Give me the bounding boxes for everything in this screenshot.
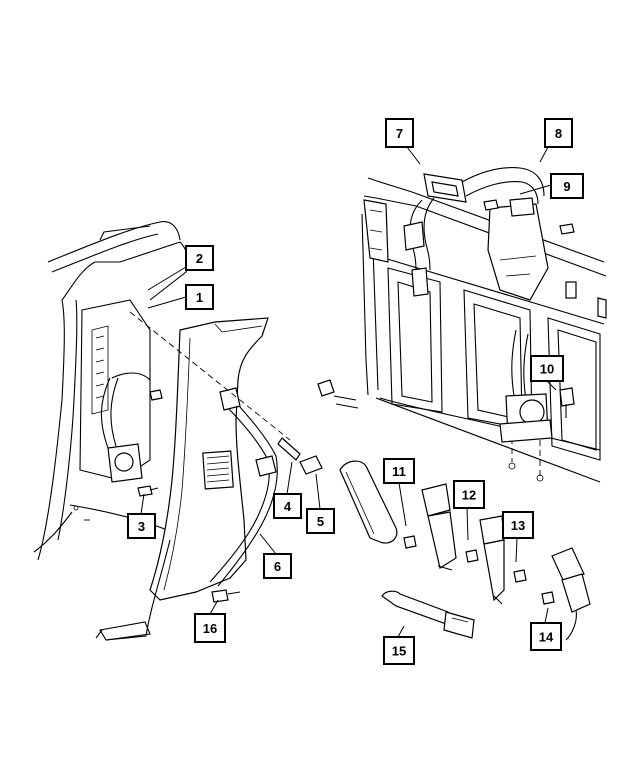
callout-label: 7 (396, 126, 403, 141)
callout-6: 6 (263, 553, 292, 579)
callout-12: 12 (453, 480, 485, 509)
leader-lines (140, 146, 557, 638)
callout-label: 1 (196, 290, 203, 305)
callout-7: 7 (385, 118, 414, 148)
callout-label: 3 (138, 519, 145, 534)
callout-label: 14 (539, 630, 554, 645)
callout-label: 5 (317, 514, 324, 529)
callout-label: 12 (462, 488, 476, 503)
callout-15: 15 (383, 636, 415, 665)
callout-4: 4 (273, 493, 302, 519)
callout-2: 2 (185, 245, 214, 271)
callout-label: 8 (555, 126, 562, 141)
callout-3: 3 (127, 513, 156, 539)
callout-label: 15 (392, 644, 406, 659)
callout-16: 16 (194, 613, 226, 643)
callout-11: 11 (383, 458, 415, 484)
callout-label: 11 (392, 464, 406, 479)
callout-label: 16 (203, 621, 217, 636)
callout-14: 14 (530, 622, 562, 651)
left-hardware (137, 389, 323, 603)
callout-label: 10 (540, 362, 554, 377)
callout-9: 9 (550, 173, 584, 199)
callout-label: 2 (196, 251, 203, 266)
cab-rear-pillar-assembly (33, 221, 291, 641)
callout-1: 1 (185, 284, 214, 310)
callout-5: 5 (306, 508, 335, 534)
callout-label: 9 (563, 179, 570, 194)
callout-8: 8 (544, 118, 573, 148)
callout-label: 6 (274, 559, 281, 574)
callout-13: 13 (502, 511, 534, 539)
rear-cab-wall-assembly (333, 177, 607, 483)
rear-retractor-assembly (499, 329, 575, 443)
callout-label: 4 (284, 499, 292, 514)
loose-parts (339, 460, 591, 641)
upper-belt-assembly (317, 167, 575, 397)
callout-10: 10 (530, 355, 564, 382)
callout-label: 13 (511, 518, 525, 533)
